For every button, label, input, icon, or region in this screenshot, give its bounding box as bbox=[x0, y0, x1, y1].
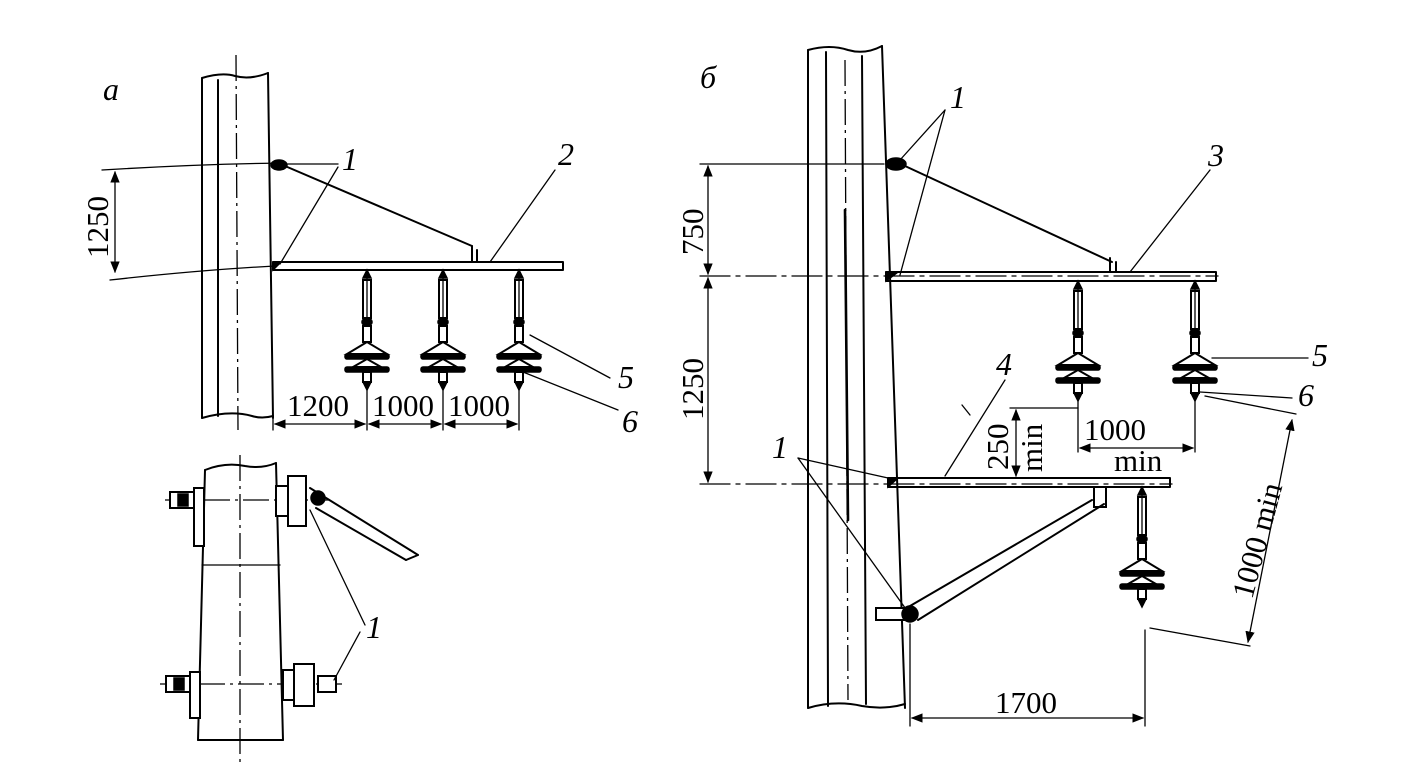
callout-5-b: 5 bbox=[1312, 337, 1328, 373]
callout-1-b-top: 1 bbox=[950, 79, 966, 115]
dim-250-min: min bbox=[1014, 423, 1049, 472]
dim-1250-a: 1250 bbox=[80, 196, 115, 258]
callout-1-plan: 1 bbox=[366, 609, 382, 645]
callout-2-a: 2 bbox=[558, 136, 574, 172]
dim-1200: 1200 bbox=[287, 388, 349, 423]
dim-250: 250 bbox=[980, 424, 1015, 471]
panel-b-label: б bbox=[700, 59, 717, 95]
dim-750: 750 bbox=[675, 209, 710, 256]
dim-1000-a2: 1000 bbox=[448, 388, 510, 423]
dim-1000-diag: 1000 min bbox=[1225, 478, 1289, 601]
dim-1700: 1700 bbox=[995, 685, 1057, 720]
callout-3-b: 3 bbox=[1207, 137, 1224, 173]
callout-5-a: 5 bbox=[618, 359, 634, 395]
panel-a-label: а bbox=[103, 71, 119, 107]
dim-1000-a1: 1000 bbox=[372, 388, 434, 423]
callout-6-b: 6 bbox=[1298, 377, 1314, 413]
dim-1250-b: 1250 bbox=[675, 358, 710, 420]
callout-4-b: 4 bbox=[996, 346, 1012, 382]
panel-a-side-view: 1250 1 2 5 6 а 1200 1000 1000 bbox=[80, 54, 638, 439]
dim-1000-b-min: min bbox=[1114, 443, 1163, 478]
callout-1-a: 1 bbox=[342, 141, 358, 177]
panel-b-side-view: б 750 1250 bbox=[675, 45, 1328, 727]
callout-1-b-bottom: 1 bbox=[772, 429, 788, 465]
callout-6-a: 6 bbox=[622, 403, 638, 439]
panel-a-clamp-detail: 1 bbox=[160, 455, 419, 762]
dim-1000-b: 1000 bbox=[1084, 412, 1146, 447]
